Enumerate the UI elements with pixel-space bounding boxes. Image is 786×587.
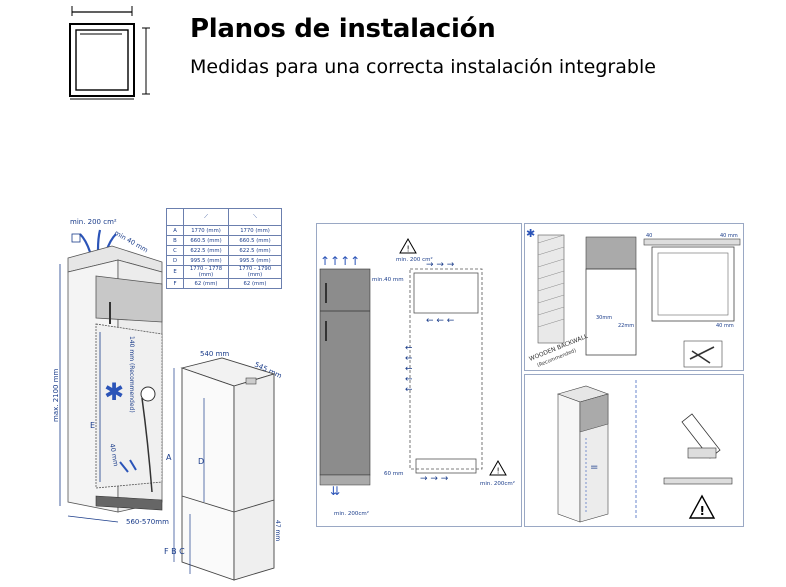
svg-text:↑ ↑ ↑ ↑ ↑: ↑ ↑ ↑ ↑ ↑ [405, 344, 415, 393]
letters-fbc-label: F B C [164, 547, 185, 556]
svg-text:!: ! [407, 245, 410, 254]
cabinet-diagram: min. 200 cm² min 40 mm ✱ E max. 2100 mm … [52, 218, 169, 526]
letter-a-label: A [166, 453, 172, 462]
table-row: C 622.5 (mm) 622.5 (mm) [166, 245, 282, 256]
height-label: max. 2100 mm [52, 368, 60, 422]
width-label: 560-570mm [126, 518, 169, 526]
width-dim-label: 540 mm [200, 350, 229, 358]
snowflake-icon: ✱ [104, 378, 124, 406]
letter-d-label: D [198, 457, 204, 466]
side-gap-label: 140 mm (Recommended) [128, 336, 135, 413]
left-bottom-min-label: min. 200cm² [334, 510, 369, 517]
hinge-icon-2: ⟍ [228, 208, 282, 226]
svg-text:↑↑↑↑: ↑↑↑↑ [320, 254, 360, 268]
mounting-panel: = ! [524, 374, 744, 527]
equals-label: = [590, 462, 598, 473]
backwall-panel: ✱ WOODEN BACKWALL (Recommended) 30mm 22m… [524, 223, 744, 371]
dim-30mm-label: 30mm [596, 315, 612, 321]
page-title: Planos de instalación [190, 14, 496, 44]
dim-40mm-label: 40 mm [720, 233, 738, 239]
vent-top-label: min. 200 cm² [70, 218, 117, 226]
bottom-gap-label: 40 mm [108, 443, 120, 467]
page-subtitle: Medidas para una correcta instalación in… [190, 56, 656, 78]
hinge-icon-1: ⟋ [183, 208, 229, 226]
top-min-label: min. 200 cm² [396, 256, 433, 263]
table-header-row: ⟋ ⟍ [166, 208, 282, 226]
table-row: A 1770 (mm) 1770 (mm) [166, 225, 282, 236]
table-row: B 660.5 (mm) 660.5 (mm) [166, 235, 282, 246]
table-row: D 995.5 (mm) 995.5 (mm) [166, 255, 282, 266]
dim-22mm-label: 22mm [618, 323, 634, 329]
dimension-table: ⟋ ⟍ A 1770 (mm) 1770 (mm) B 660.5 (mm) 6… [166, 208, 282, 289]
svg-text:→ → →: → → → [420, 474, 449, 484]
ventilation-section-panel: ↑↑↑↑ ⇊ min. 200cm² min.40 mm ! min. 200 … [316, 223, 522, 527]
svg-text:← ← ←: ← ← ← [426, 316, 455, 326]
table-row: E 1770 - 1778 (mm) 1770 - 1790 (mm) [166, 265, 282, 279]
letter-e-label: E [90, 421, 95, 430]
asterisk-icon: ✱ [526, 227, 535, 240]
svg-text:!: ! [700, 504, 705, 518]
table-row: F 62 (mm) 62 (mm) [166, 278, 282, 289]
top-gap-label-3: min.40 mm [372, 277, 404, 283]
installation-plan-icon [69, 6, 150, 100]
svg-text:!: ! [497, 467, 500, 476]
dim-40mm-b-label: 40 mm [716, 323, 734, 329]
svg-text:→ → →: → → → [426, 260, 455, 270]
bottom-gap-label-3: 60 mm [384, 471, 403, 477]
appliance-diagram: 540 mm 545 mm A D 47 mm F B C [164, 350, 283, 581]
right-bottom-min-label: min. 200cm² [480, 480, 515, 487]
plinth-label: 47 mm [274, 520, 281, 541]
dim-40-label: 40 [646, 233, 652, 239]
svg-text:⇊: ⇊ [330, 484, 340, 498]
